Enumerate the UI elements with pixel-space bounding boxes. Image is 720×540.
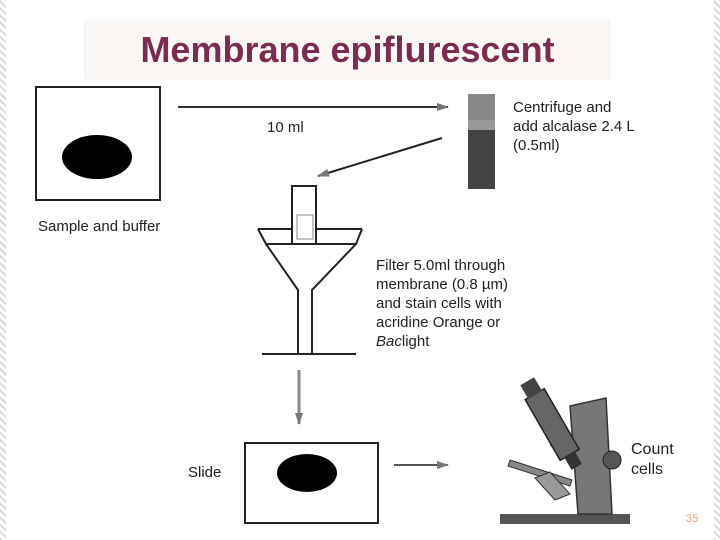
- volume-label: 10 ml: [267, 119, 304, 136]
- filter-line-rest: light: [401, 333, 430, 350]
- count-line: cells: [631, 461, 664, 478]
- sample-label: Sample and buffer: [38, 218, 161, 235]
- centrifuge-tube: [468, 94, 495, 189]
- slide-label: Slide: [188, 464, 222, 481]
- sample-box: [35, 86, 161, 201]
- filter-line: membrane (0.8 µm): [376, 276, 509, 293]
- filter-line: acridine Orange or: [376, 314, 501, 331]
- title-box: Membrane epiflurescent: [86, 20, 609, 80]
- arrow-to-funnel: [317, 137, 443, 177]
- slide-border-left: [0, 0, 6, 540]
- filter-line: Filter 5.0ml through: [376, 257, 506, 274]
- microscope-icon: [500, 377, 630, 524]
- slide-title: Membrane epiflurescent: [140, 29, 555, 70]
- centrifuge-line: Centrifuge and: [513, 99, 612, 116]
- procedure-diagram: 10 ml Sample and buffer Centrifuge and a…: [30, 80, 685, 535]
- slide-box: [244, 442, 379, 524]
- page-number: 35: [686, 513, 699, 525]
- filter-funnel: [257, 185, 363, 355]
- centrifuge-line: (0.5ml): [513, 137, 560, 154]
- sample-blob: [62, 135, 132, 179]
- slide-blob: [277, 454, 337, 492]
- filter-line-italic: Bac: [376, 333, 402, 350]
- centrifuge-line: add alcalase 2.4 L: [513, 118, 635, 135]
- slide-border-right: [714, 0, 720, 540]
- diagram-drawing: [35, 86, 630, 524]
- count-line: Count: [631, 441, 674, 458]
- filter-line: Baclight: [376, 332, 429, 351]
- filter-line: and stain cells with: [376, 295, 502, 312]
